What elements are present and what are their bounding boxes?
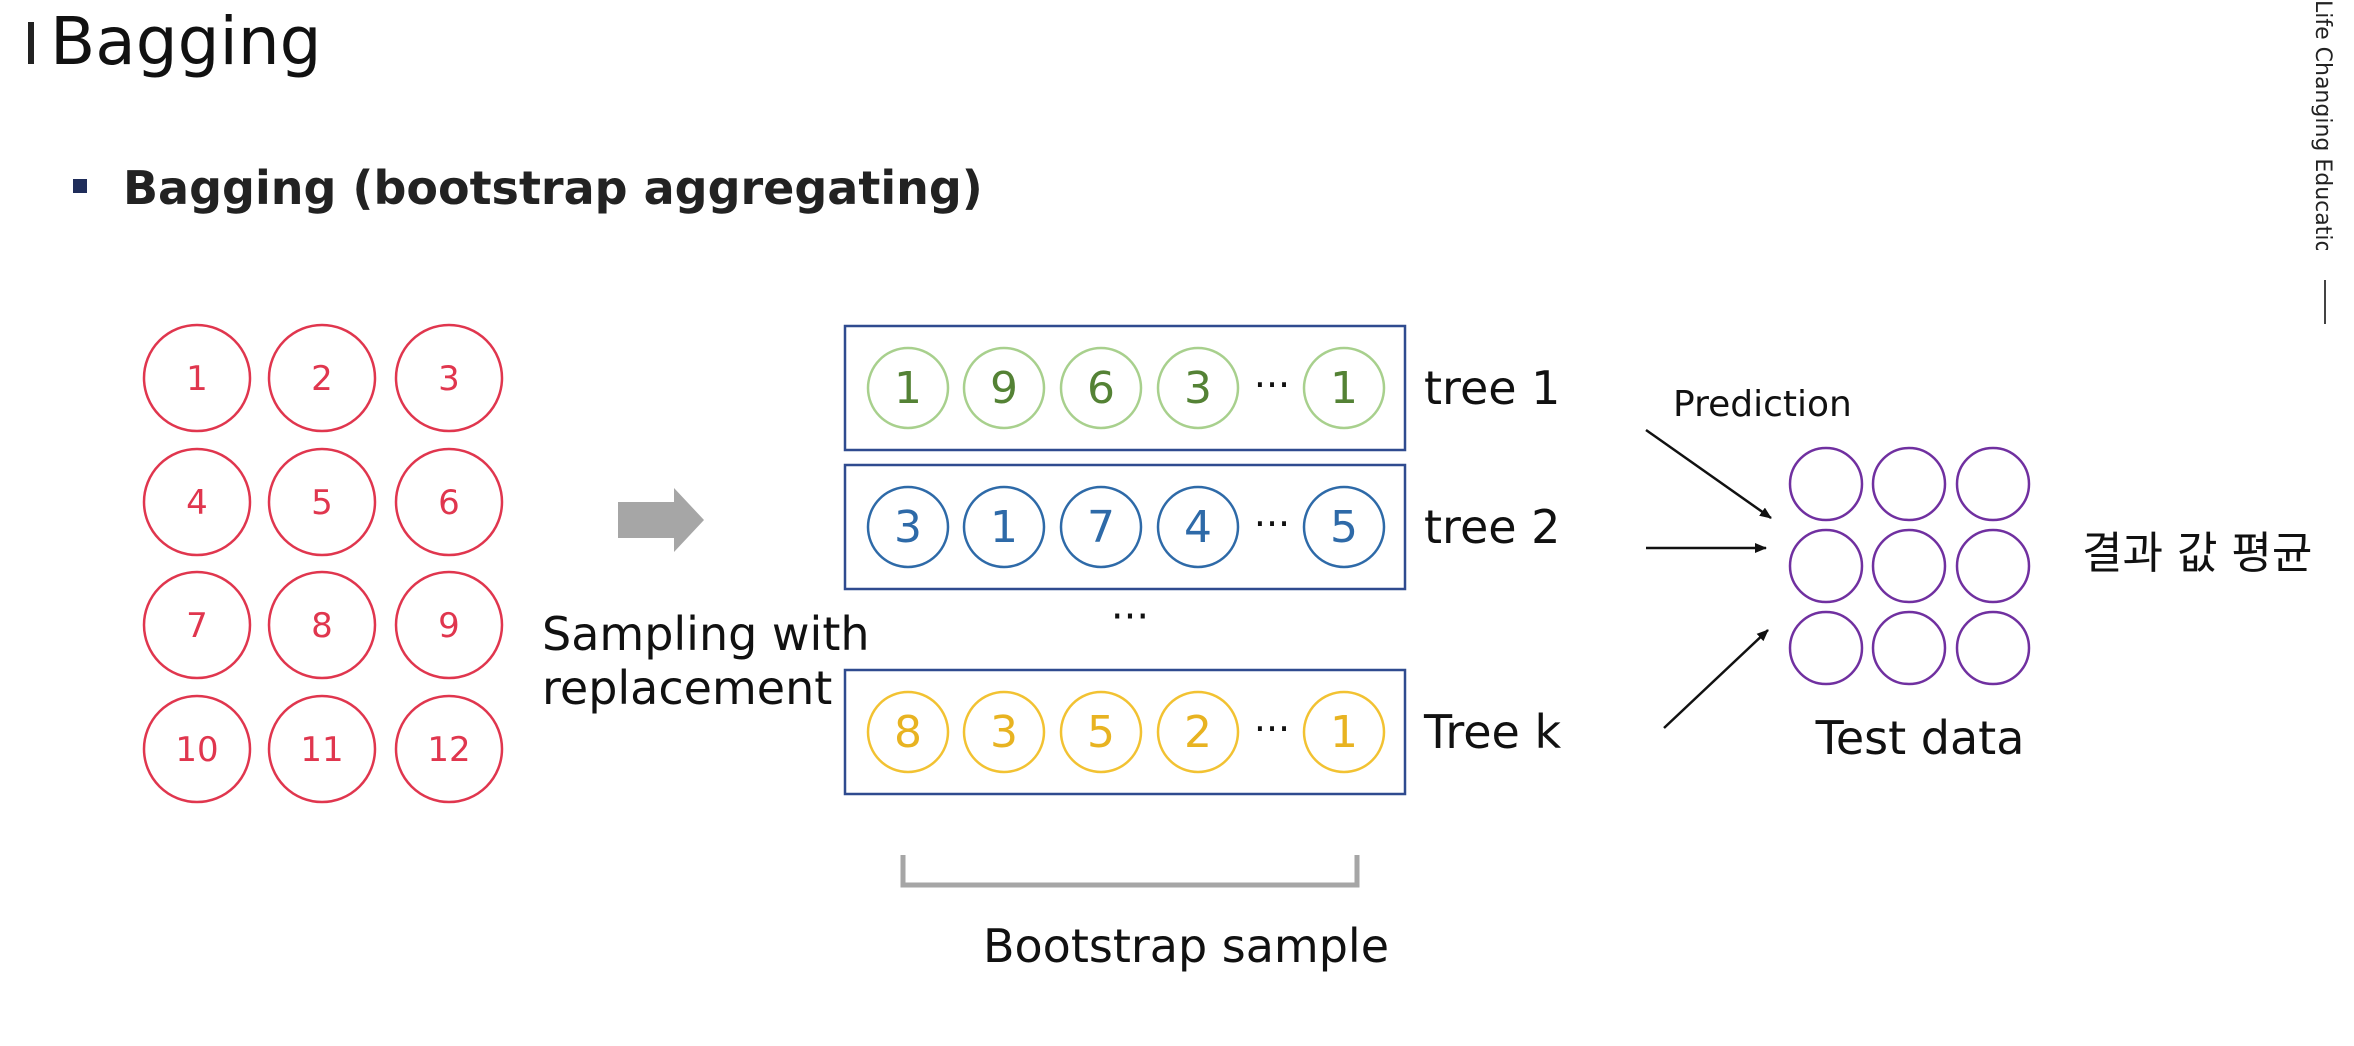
bootstrap-sample-label: 6 bbox=[1087, 363, 1115, 414]
bootstrap-sample-circle bbox=[1302, 485, 1386, 569]
original-sample-label: 11 bbox=[300, 730, 343, 770]
bootstrap-sample-label: 2 bbox=[1184, 707, 1212, 758]
original-sample-label: 8 bbox=[311, 606, 333, 646]
test-data-circle bbox=[1871, 610, 1947, 686]
side-divider bbox=[2324, 280, 2326, 324]
sampling-label-line-1: Sampling with bbox=[542, 607, 870, 661]
tree-name-label: tree 1 bbox=[1424, 361, 1560, 415]
original-sample-circle bbox=[142, 570, 252, 680]
bootstrap-sample-circle bbox=[962, 485, 1046, 569]
original-sample-circle bbox=[267, 323, 377, 433]
bootstrap-sample-circle bbox=[866, 690, 950, 774]
bootstrap-sample-circle bbox=[962, 690, 1046, 774]
bullet-heading: Bagging (bootstrap aggregating) bbox=[123, 161, 983, 215]
bootstrap-sample-circle bbox=[1059, 690, 1143, 774]
test-data-circle bbox=[1871, 446, 1947, 522]
original-sample-label: 1 bbox=[186, 359, 208, 399]
row-ellipsis: ··· bbox=[1254, 502, 1290, 546]
bootstrap-sample-box bbox=[843, 463, 1407, 591]
bootstrap-sample-label: 1 bbox=[894, 363, 922, 414]
bootstrap-bracket bbox=[900, 855, 1360, 888]
bootstrap-sample-circle bbox=[866, 346, 950, 430]
bootstrap-label: Bootstrap sample bbox=[983, 919, 1389, 973]
title-accent-bar bbox=[28, 22, 34, 64]
original-sample-circle bbox=[142, 323, 252, 433]
original-sample-circle bbox=[267, 694, 377, 804]
bootstrap-sample-circle bbox=[1059, 485, 1143, 569]
row-ellipsis: ··· bbox=[1254, 707, 1290, 751]
row-ellipsis: ··· bbox=[1254, 363, 1290, 407]
tree-name-label: Tree k bbox=[1423, 705, 1561, 759]
result-label: 결과 값 평균 bbox=[2082, 528, 2312, 579]
bootstrap-sample-circle bbox=[1059, 346, 1143, 430]
test-data-circle bbox=[1788, 610, 1864, 686]
bootstrap-sample-label: 3 bbox=[990, 707, 1018, 758]
original-sample-circle bbox=[142, 694, 252, 804]
bootstrap-sample-circle bbox=[1156, 485, 1240, 569]
bootstrap-sample-circle bbox=[1302, 346, 1386, 430]
bootstrap-sample-label: 3 bbox=[1184, 363, 1212, 414]
original-sample-circle bbox=[267, 447, 377, 557]
test-data-circle bbox=[1871, 528, 1947, 604]
bootstrap-sample-label: 5 bbox=[1087, 707, 1115, 758]
bootstrap-sample-label: 1 bbox=[1330, 707, 1358, 758]
test-data-circle bbox=[1955, 528, 2031, 604]
bootstrap-sample-label: 8 bbox=[894, 707, 922, 758]
original-sample-circle bbox=[394, 323, 504, 433]
bootstrap-sample-circle bbox=[962, 346, 1046, 430]
prediction-arrow-bottom bbox=[1663, 629, 1769, 729]
bootstrap-sample-circle bbox=[1156, 346, 1240, 430]
original-sample-circle bbox=[394, 570, 504, 680]
original-sample-circle bbox=[142, 447, 252, 557]
bootstrap-sample-box bbox=[843, 324, 1407, 452]
original-sample-label: 3 bbox=[438, 359, 460, 399]
bullet-marker bbox=[73, 179, 87, 193]
bootstrap-sample-circle bbox=[1302, 690, 1386, 774]
original-sample-label: 6 bbox=[438, 483, 460, 523]
bootstrap-sample-circle bbox=[1156, 690, 1240, 774]
tree-rows-ellipsis: ··· bbox=[1111, 594, 1149, 640]
bootstrap-sample-label: 7 bbox=[1087, 502, 1115, 553]
bootstrap-trees: 1 9 6 3 1 ··· tree 1 3 1 7 4 5 ··· tree 2 8 3 5 2 1 ··· Tree… bbox=[843, 324, 1561, 796]
original-sample-circle bbox=[394, 694, 504, 804]
test-data-circle bbox=[1955, 446, 2031, 522]
bootstrap-sample-label: 1 bbox=[1330, 363, 1358, 414]
original-sample-label: 7 bbox=[186, 606, 208, 646]
test-data-grid bbox=[1788, 446, 2031, 686]
bootstrap-sample-circle bbox=[866, 485, 950, 569]
prediction-arrow-top bbox=[1645, 428, 1772, 520]
test-data-circle bbox=[1788, 528, 1864, 604]
bootstrap-sample-box bbox=[843, 668, 1407, 796]
original-sample-label: 4 bbox=[186, 483, 208, 523]
bootstrap-sample-label: 1 bbox=[990, 502, 1018, 553]
sampling-arrow bbox=[618, 488, 704, 552]
sampling-label-line-2: replacement bbox=[542, 661, 832, 715]
test-data-circle bbox=[1955, 610, 2031, 686]
bootstrap-sample-label: 4 bbox=[1184, 502, 1212, 553]
original-sample-label: 9 bbox=[438, 606, 460, 646]
original-sample-circle bbox=[394, 447, 504, 557]
original-sample-label: 2 bbox=[311, 359, 333, 399]
tree-name-label: tree 2 bbox=[1424, 500, 1560, 554]
bootstrap-sample-label: 9 bbox=[990, 363, 1018, 414]
original-sample-label: 10 bbox=[175, 730, 218, 770]
prediction-label: Prediction bbox=[1673, 384, 1852, 425]
original-sample-label: 12 bbox=[427, 730, 470, 770]
side-label: Life Changing Education bbox=[2310, 0, 2335, 250]
original-sample-circle bbox=[267, 570, 377, 680]
bootstrap-sample-label: 5 bbox=[1330, 502, 1358, 553]
original-sample-label: 5 bbox=[311, 483, 333, 523]
bootstrap-sample-label: 3 bbox=[894, 502, 922, 553]
test-data-label: Test data bbox=[1815, 711, 2025, 765]
test-data-circle bbox=[1788, 446, 1864, 522]
slide-title: Bagging bbox=[50, 3, 322, 80]
